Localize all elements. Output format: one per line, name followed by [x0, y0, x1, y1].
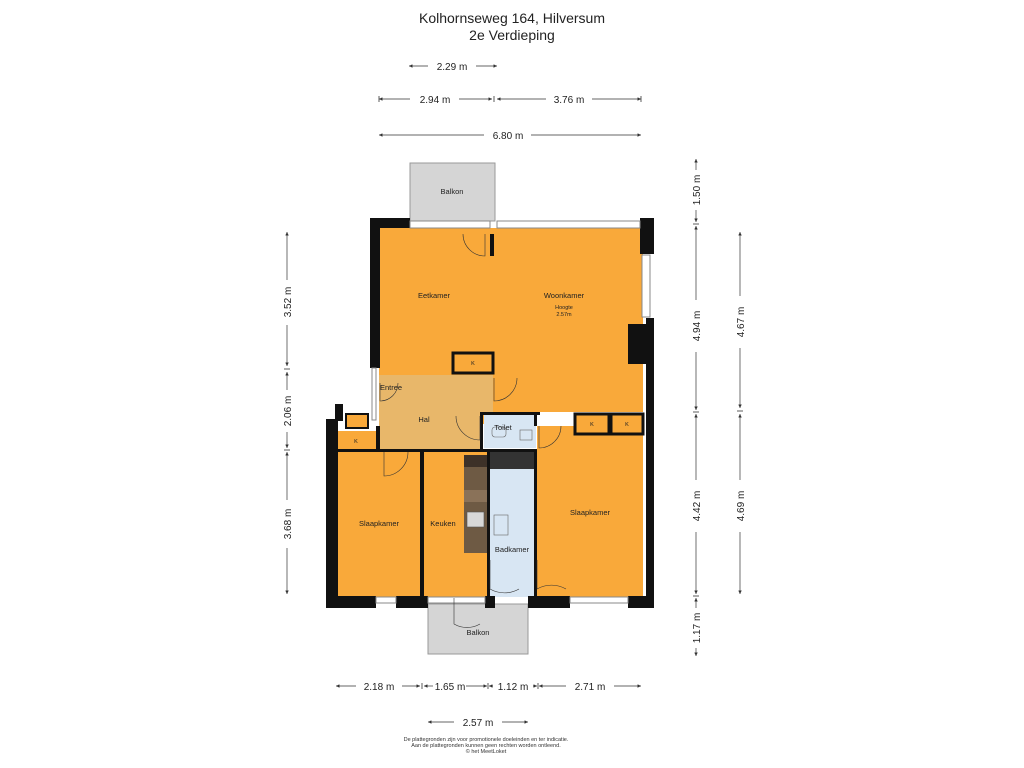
dim-top-1: 2.29 m — [437, 62, 468, 73]
bath-counter — [489, 451, 535, 469]
label-balkon-bottom: Balkon — [467, 628, 490, 637]
dim-right-inner-3: 4.42 m — [692, 491, 703, 522]
meter-box — [345, 413, 369, 429]
dimension-ticks — [284, 96, 743, 689]
dim-bottom-1b: 1.65 m — [435, 682, 466, 693]
label-kast-right-2: K — [625, 422, 629, 428]
disclaimer-line-1: De plattegronden zijn voor promotionele … — [403, 737, 569, 743]
slaapkamer-right-area — [537, 426, 643, 597]
label-kast-center: K — [471, 361, 475, 367]
dim-bottom-2: 2.57 m — [463, 718, 494, 729]
dim-right-inner-1: 1.50 m — [692, 175, 703, 206]
label-hal: Hal — [418, 415, 430, 424]
disclaimer-line-2: Aan de plattegronden kunnen geen rechten… — [411, 743, 561, 749]
dimension-lines — [285, 64, 742, 724]
toilet-basin — [519, 429, 533, 441]
label-slaapkamer-right: Slaapkamer — [570, 508, 611, 517]
label-slaapkamer-left: Slaapkamer — [359, 519, 400, 528]
balcony-top — [409, 162, 496, 222]
kast-center — [451, 351, 495, 375]
label-hoogte-value: 2.57m — [556, 312, 572, 318]
dim-left-1: 3.52 m — [283, 287, 294, 318]
kitchen-sink — [466, 511, 485, 528]
dim-right-outer-1: 4.67 m — [736, 307, 747, 338]
kitchen-counter-mid — [464, 490, 487, 502]
kitchen-counter-top — [464, 455, 487, 467]
label-kast-left: K — [354, 439, 358, 445]
kast-left-area — [336, 431, 376, 449]
dim-left-2: 2.06 m — [283, 396, 294, 427]
kast-right-2 — [609, 412, 645, 436]
dim-bottom-1d: 2.71 m — [575, 682, 606, 693]
walls — [326, 218, 654, 608]
kast-right-1 — [573, 412, 611, 436]
label-entree: Entree — [380, 383, 402, 392]
dim-right-outer-2: 4.69 m — [736, 491, 747, 522]
toilet-fixture — [491, 426, 507, 438]
dim-left-3: 3.68 m — [283, 509, 294, 540]
label-toilet: Toilet — [494, 423, 512, 432]
dim-top-2b: 3.76 m — [554, 95, 585, 106]
floor-title: 2e Verdieping — [469, 27, 555, 43]
dim-bottom-1a: 2.18 m — [364, 682, 395, 693]
dim-top-3: 6.80 m — [493, 131, 524, 142]
copyright-line: © het MeetLoket — [465, 749, 507, 755]
hal-area — [379, 375, 493, 449]
label-keuken: Keuken — [430, 519, 455, 528]
label-balkon-top: Balkon — [441, 187, 464, 196]
kitchen-counter — [464, 455, 487, 553]
door-swings — [379, 233, 567, 628]
dim-right-inner-2: 4.94 m — [692, 311, 703, 342]
dim-right-inner-4: 1.17 m — [692, 613, 703, 644]
label-eetkamer: Eetkamer — [418, 291, 451, 300]
windows — [371, 220, 651, 604]
bath-sink — [493, 514, 509, 536]
label-badkamer: Badkamer — [495, 545, 530, 554]
label-woonkamer: Woonkamer — [544, 291, 585, 300]
dim-bottom-1c: 1.12 m — [498, 682, 529, 693]
slaapkamer-left-area — [336, 451, 420, 597]
label-hoogte: Hoogte — [555, 305, 573, 311]
balcony-bottom — [427, 603, 529, 655]
label-kast-right-1: K — [590, 422, 594, 428]
address-title: Kolhornseweg 164, Hilversum — [419, 10, 605, 26]
dim-top-2a: 2.94 m — [420, 95, 451, 106]
